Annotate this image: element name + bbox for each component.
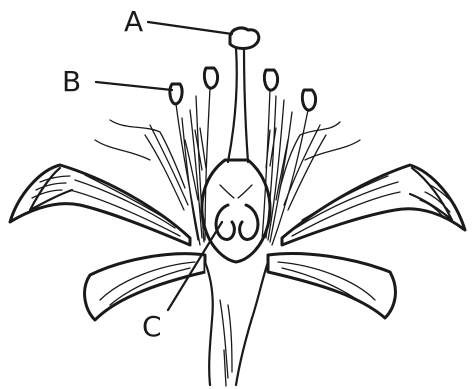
label-c: C	[142, 310, 162, 343]
anther	[170, 84, 182, 104]
label-a: A	[124, 5, 143, 38]
leader-line-b	[96, 82, 172, 90]
stigma	[230, 28, 259, 49]
stem	[205, 262, 268, 386]
anther	[204, 68, 217, 88]
anther	[302, 90, 315, 110]
lower-right-petal	[268, 254, 395, 318]
ovary	[202, 160, 270, 262]
label-b: B	[62, 65, 81, 98]
leader-line-a	[148, 22, 232, 34]
left-outer-petal	[10, 120, 190, 245]
pistil-style	[228, 28, 259, 162]
anther	[264, 70, 277, 90]
right-outer-petal	[280, 122, 465, 245]
